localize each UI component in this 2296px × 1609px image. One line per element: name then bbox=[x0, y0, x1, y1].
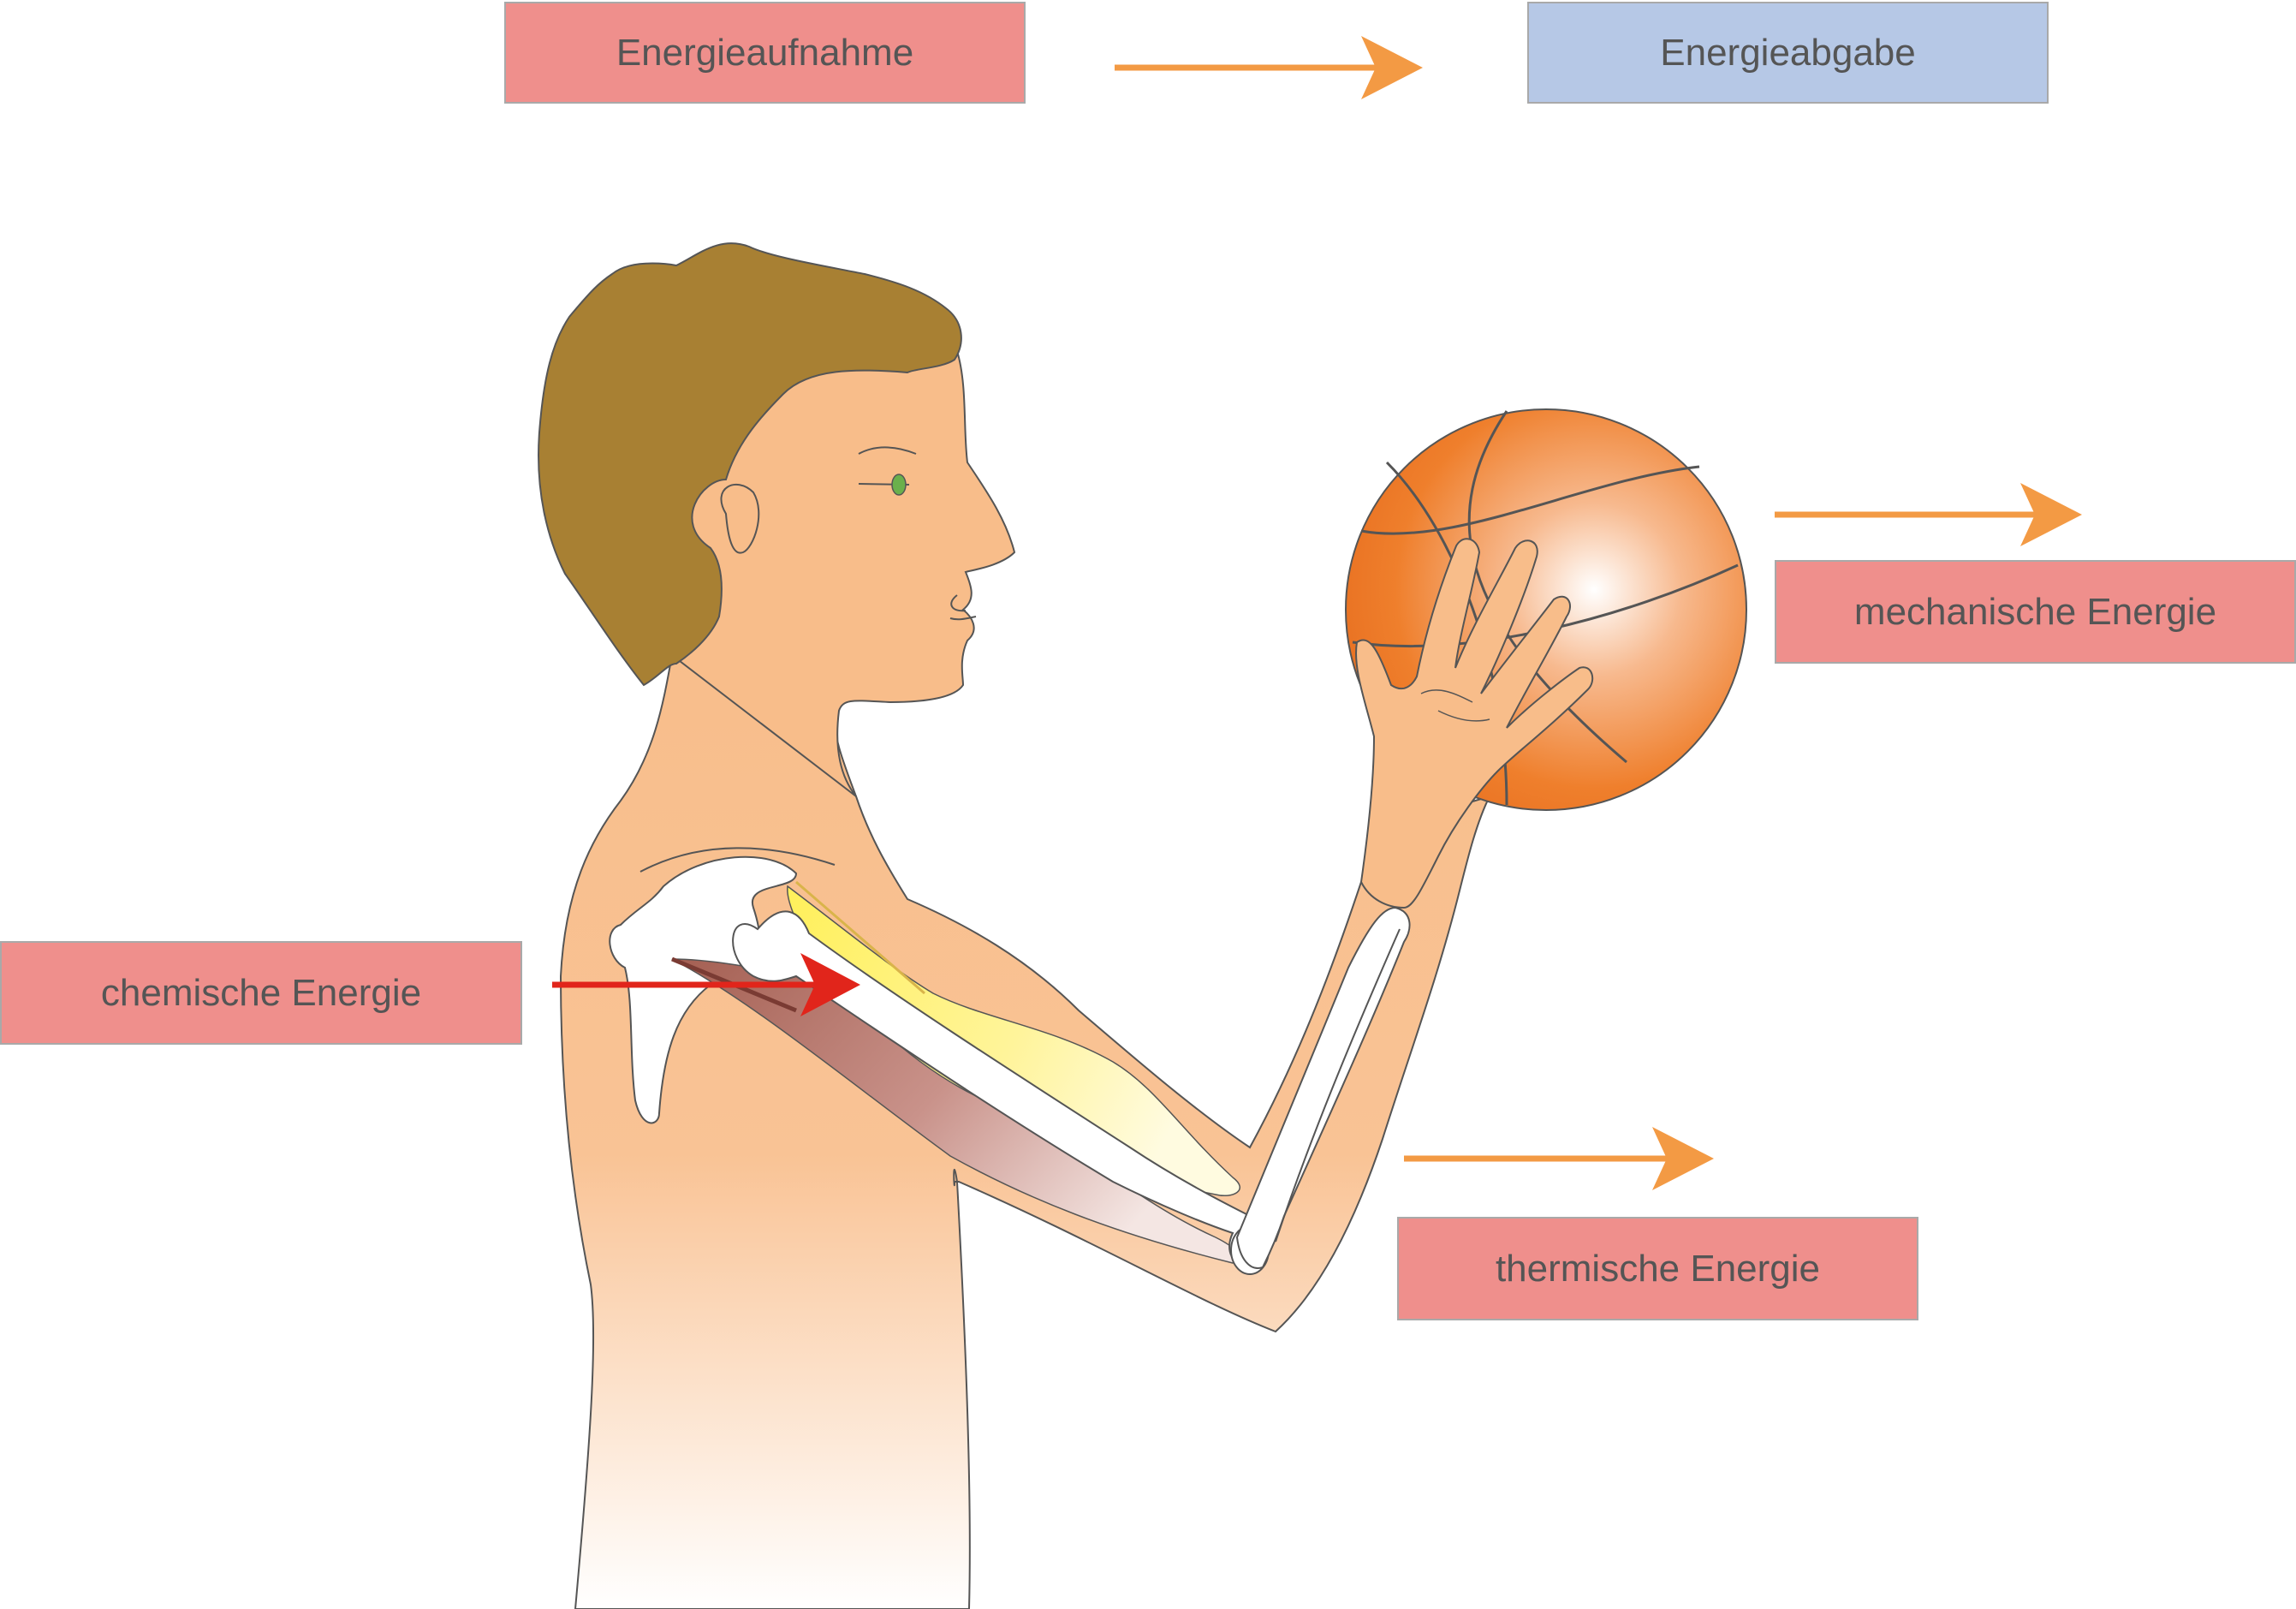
hair bbox=[538, 242, 962, 687]
shoulder-outline bbox=[639, 847, 836, 873]
ear bbox=[720, 483, 760, 554]
energy-output-label: Energieabgabe bbox=[1527, 2, 2049, 104]
energy-intake-label: Energieaufnahme bbox=[504, 2, 1026, 104]
chemical-energy-label: chemische Energie bbox=[0, 941, 522, 1045]
thermal-energy-arrow-icon bbox=[1404, 1127, 1714, 1190]
intake-to-output-arrow-icon bbox=[1115, 36, 1423, 99]
mechanical-energy-label: mechanische Energie bbox=[1775, 560, 2296, 664]
mechanical-energy-arrow-icon bbox=[1775, 483, 2082, 546]
forearm-bones bbox=[1235, 906, 1411, 1269]
thermal-energy-label: thermische Energie bbox=[1397, 1217, 1918, 1320]
chemical-energy-arrow-icon bbox=[552, 953, 860, 1016]
hand bbox=[1355, 538, 1594, 909]
person-figure bbox=[538, 242, 1491, 1609]
